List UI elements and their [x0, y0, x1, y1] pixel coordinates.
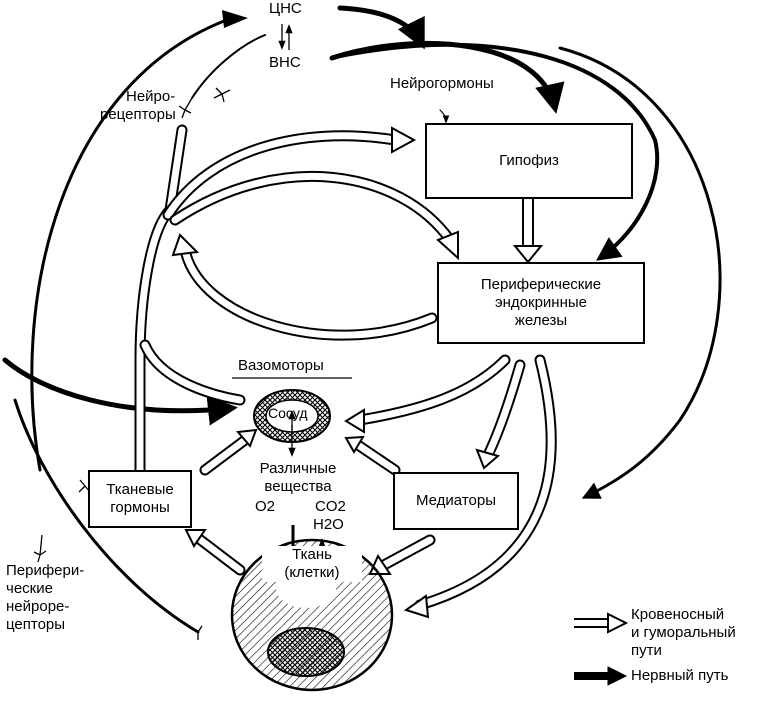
- humoral-left-to-vessel: [139, 339, 246, 406]
- peripheral-neuroreceptors-line-3: нейроре-: [6, 598, 70, 615]
- legend-humoral-line-1: Кровеносный: [631, 606, 725, 623]
- peripheral-neuroreceptors-line-2: ческие: [6, 580, 53, 597]
- substances-label: Различные вещества: [243, 460, 353, 496]
- nerve-ending-1: [178, 97, 193, 119]
- legend-humoral-line-2: и гуморальный: [631, 624, 736, 641]
- nerve-ans-to-pituitary: [329, 40, 565, 114]
- pituitary-box: Гипофиз: [425, 123, 633, 199]
- legend-nervous-label: Нервный путь: [631, 667, 729, 684]
- peripheral-glands-label: Периферические эндокринные железы: [480, 276, 602, 329]
- tissue-line-2: (клетки): [284, 564, 340, 581]
- tissue-line-1: Ткань: [292, 546, 332, 563]
- humoral-glands-to-mediators: [475, 359, 526, 470]
- humoral-glands-back: [171, 233, 438, 341]
- nerve-to-vessel: [2, 357, 238, 426]
- legend-humoral-label: Кровеносный и гуморальный пути: [631, 606, 736, 660]
- nerve-cns-to-neurohormones: [337, 5, 425, 50]
- nerve-outer-right: [558, 46, 722, 499]
- nerve-ending-3: [33, 534, 47, 563]
- humoral-loop-to-pituitary: [162, 126, 417, 221]
- nerve-endings: [33, 87, 231, 640]
- nerve-receptor-line: [191, 34, 266, 99]
- neurohormone-small-arrow: [439, 109, 450, 124]
- nerve-ending-5: [191, 625, 203, 640]
- nerve-left-to-cns-head: [222, 10, 248, 28]
- nerve-ans-to-glands: [338, 42, 660, 261]
- legend-humoral-icon: [574, 612, 629, 634]
- humoral-loop-to-glands: [169, 170, 459, 261]
- tissue-label: Ткань (клетки): [262, 546, 362, 582]
- humoral-mediators-to-vessel: [344, 435, 401, 476]
- peripheral-glands-box: Периферические эндокринные железы: [437, 262, 645, 344]
- nerve-lower-left: [13, 398, 200, 634]
- peripheral-neuroreceptors-line-1: Перифери-: [6, 562, 85, 579]
- h2o-label: H2O: [313, 516, 344, 533]
- humoral-mediators-to-tissue: [368, 534, 436, 575]
- peripheral-neuroreceptors-line-4: цепторы: [6, 616, 66, 633]
- neuroreceptors-label-2: рецепторы: [100, 106, 176, 123]
- vasomotors-label: Вазомоторы: [238, 357, 324, 374]
- tissue-hormones-label: Тканевые гормоны: [106, 481, 174, 516]
- co2-label: CO2: [315, 498, 346, 515]
- substances-line-2: вещества: [264, 478, 332, 495]
- legend-humoral-line-3: пути: [631, 642, 662, 659]
- neuroreceptors-label-1: Нейро-: [126, 88, 176, 105]
- vessel-label: Сосуд: [268, 405, 308, 421]
- tissue-hormones-box: Тканевые гормоны: [88, 470, 192, 528]
- humoral-pituitary-to-glands: [512, 194, 544, 264]
- humoral-left-vertical: [134, 124, 188, 476]
- peripheral-neuroreceptors-label: Перифери- ческие нейроре- цепторы: [6, 562, 84, 634]
- nervous-paths: [2, 5, 722, 634]
- cns-ans-link: [278, 24, 293, 50]
- legend-nervous-icon: [574, 666, 628, 686]
- o2-label: O2: [255, 498, 276, 515]
- nerve-ending-2: [213, 87, 231, 103]
- cns-label: ЦНС: [269, 0, 302, 17]
- humoral-glands-to-tissue: [403, 354, 557, 619]
- humoral-paths: [134, 109, 557, 619]
- mediators-box: Медиаторы: [393, 472, 519, 530]
- humoral-hormones-to-vessel: [199, 428, 258, 476]
- humoral-glands-to-vessel: [344, 354, 511, 434]
- neurohormones-label: Нейрогормоны: [390, 75, 494, 92]
- ans-label: ВНС: [269, 54, 301, 71]
- mediators-label: Медиаторы: [416, 492, 496, 509]
- substances-line-1: Различные: [259, 460, 337, 477]
- pituitary-label: Гипофиз: [499, 152, 559, 169]
- nerve-left-to-cns: [30, 16, 234, 472]
- humoral-tissue-to-hormones: [184, 529, 246, 576]
